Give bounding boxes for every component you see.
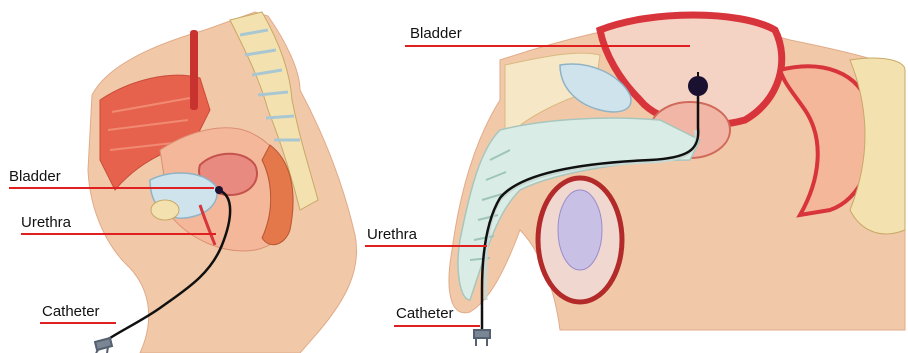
male-catheter-balloon bbox=[688, 76, 708, 96]
male-catheter-label: Catheter bbox=[396, 305, 454, 322]
male-bladder-label: Bladder bbox=[410, 25, 462, 42]
male-catheter-leader bbox=[394, 325, 480, 327]
male-urethra-leader bbox=[365, 245, 487, 247]
male-urethra-label: Urethra bbox=[367, 226, 417, 243]
male-bladder-leader bbox=[405, 45, 690, 47]
male-catheter-connector bbox=[474, 330, 490, 346]
